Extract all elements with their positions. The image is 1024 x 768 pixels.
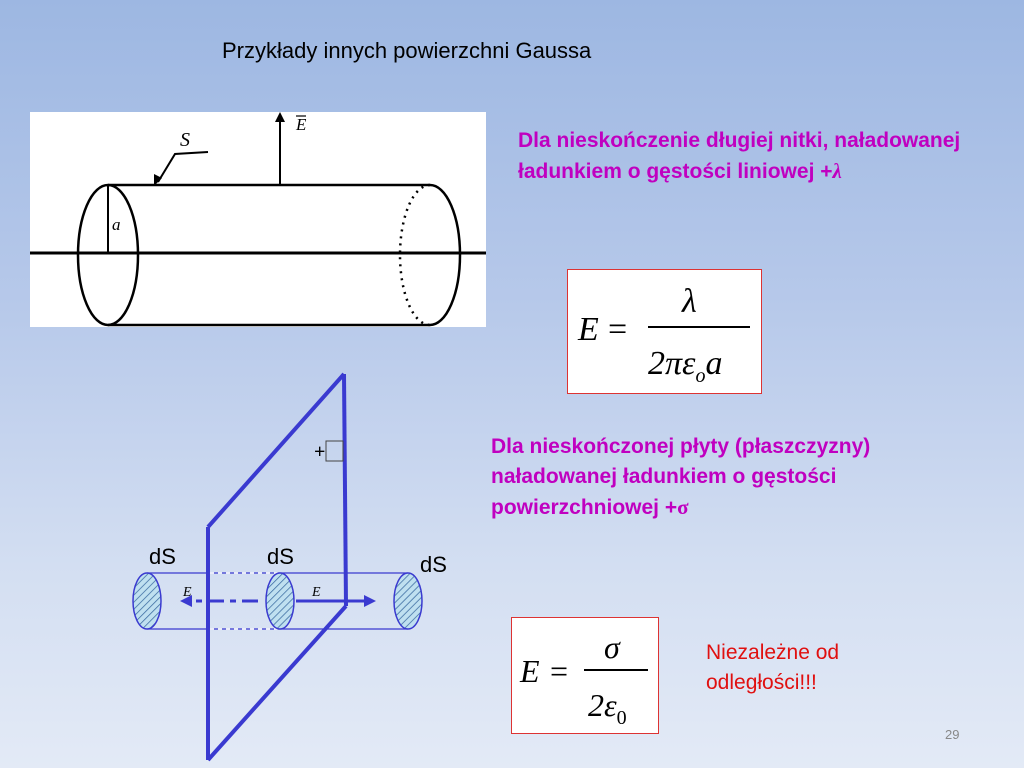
surface-label: S bbox=[180, 129, 190, 151]
ds-right-label: dS bbox=[420, 552, 447, 577]
formula1-equals: = bbox=[608, 311, 627, 348]
ds-left-label: dS bbox=[149, 544, 176, 569]
independence-note: Niezależne od odległości!!! bbox=[706, 641, 840, 694]
slide-title: Przykłady innych powierzchni Gaussa bbox=[222, 38, 592, 63]
formula1-lhs: E bbox=[577, 311, 599, 348]
sigma-symbol: σ bbox=[677, 495, 689, 519]
charge-plus-label: + bbox=[314, 441, 325, 463]
line-charge-text: Dla nieskończenie długiej nitki, naładow… bbox=[518, 129, 961, 183]
line-charge-description: Dla nieskończenie długiej nitki, naładow… bbox=[518, 126, 988, 187]
formula2-lhs: E bbox=[519, 653, 540, 689]
formula1-denominator: 2πεoa bbox=[648, 345, 722, 387]
cylinder-figure: a S E bbox=[30, 112, 486, 327]
ds-middle-label: dS bbox=[267, 544, 294, 569]
field-right-label: E bbox=[311, 585, 321, 600]
plate-figure: E E + bbox=[132, 372, 423, 762]
formula1-numerator: λ bbox=[681, 283, 697, 320]
formula2-denominator: 2ε0 bbox=[588, 687, 627, 729]
radius-label: a bbox=[112, 215, 121, 234]
field-left-label: E bbox=[182, 585, 192, 600]
plane-charge-formula: E = σ 2ε0 bbox=[511, 617, 659, 734]
plane-charge-description: Dla nieskończonej płyty (płaszczyzny) na… bbox=[491, 432, 991, 523]
plane-charge-text: Dla nieskończonej płyty (płaszczyzny) na… bbox=[491, 435, 871, 519]
slide-number: 29 bbox=[945, 727, 960, 742]
formula2-equals: = bbox=[550, 653, 568, 689]
field-label: E bbox=[295, 115, 307, 134]
line-charge-formula: E = λ 2πεoa bbox=[567, 269, 762, 394]
lambda-symbol: λ bbox=[832, 159, 842, 183]
formula2-numerator: σ bbox=[604, 629, 621, 665]
